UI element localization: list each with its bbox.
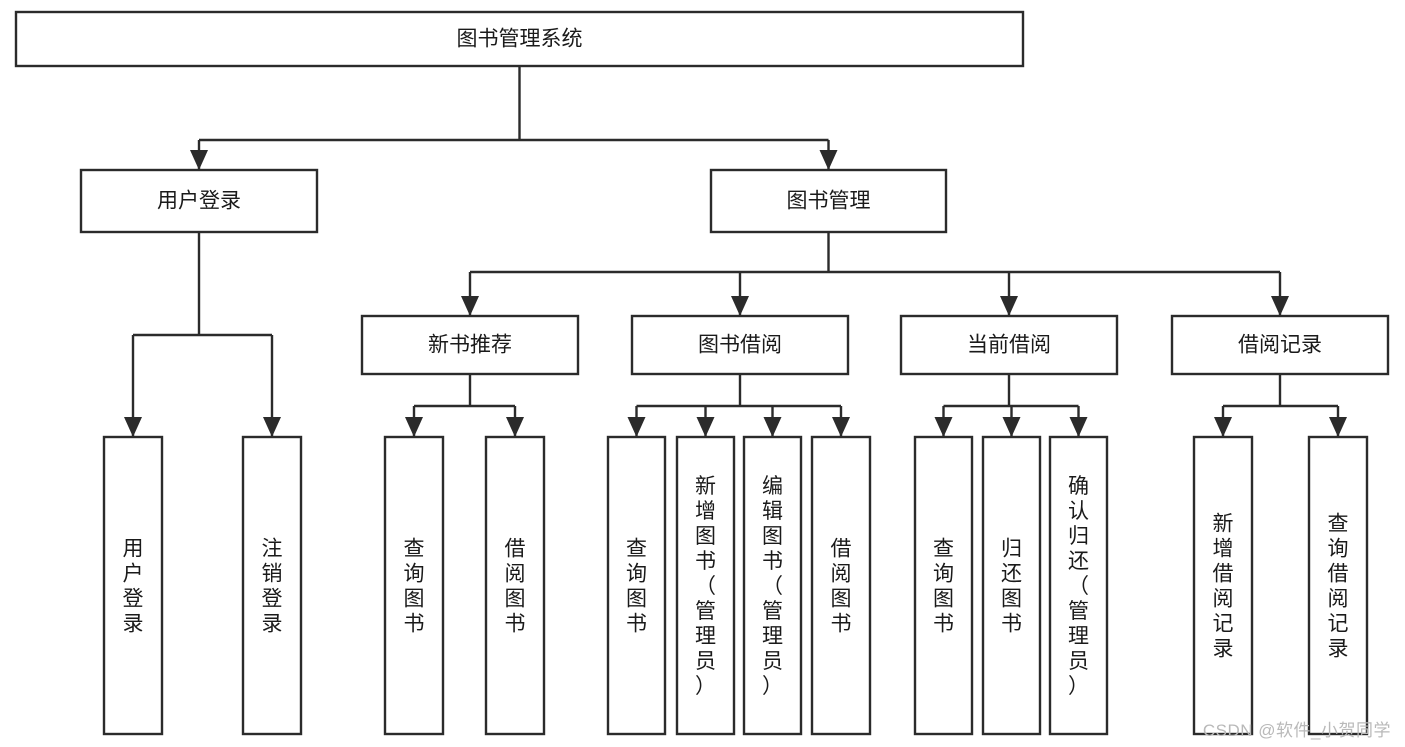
arrow-head-icon [1214, 417, 1232, 437]
node-leaf-add-book-label: 新增图书（管理员） [695, 475, 716, 698]
arrow-head-icon [190, 150, 208, 170]
arrow-head-icon [731, 296, 749, 316]
node-book-borrow-box[interactable] [630, 314, 850, 376]
node-leaf-borrow-book-rec[interactable]: 借阅图书 [484, 435, 546, 736]
node-leaf-return-book-label: 归还图书 [1001, 538, 1022, 636]
node-leaf-query-book-rec-box[interactable] [383, 435, 445, 736]
node-book-borrow[interactable]: 图书借阅 [630, 314, 850, 376]
arrow-head-icon [696, 417, 715, 437]
node-book-manage[interactable]: 图书管理 [709, 168, 948, 234]
arrow-head-icon [263, 417, 281, 437]
node-leaf-query-book-rec-label: 查询图书 [404, 538, 425, 636]
node-leaf-user-logout-label: 注销登录 [262, 538, 283, 636]
arrow-head-icon [627, 417, 646, 437]
node-leaf-query-book-cur-box[interactable] [913, 435, 974, 736]
arrow-head-icon [934, 417, 953, 437]
arrow-head-icon [1002, 417, 1021, 437]
node-leaf-query-record[interactable]: 查询借阅记录 [1307, 435, 1369, 736]
node-leaf-add-record-box[interactable] [1192, 435, 1254, 736]
node-leaf-query-book-cur[interactable]: 查询图书 [913, 435, 974, 736]
node-leaf-borrow-book-rec-box[interactable] [484, 435, 546, 736]
node-current-borrow-label: 当前借阅 [967, 334, 1051, 357]
arrow-head-icon [763, 417, 782, 437]
arrow-head-icon [819, 150, 838, 170]
node-borrow-record-box[interactable] [1170, 314, 1390, 376]
arrow-head-icon [405, 417, 423, 437]
node-borrow-record[interactable]: 借阅记录 [1170, 314, 1390, 376]
node-leaf-edit-book-label: 编辑图书（管理员） [762, 475, 783, 698]
node-leaf-return-book[interactable]: 归还图书 [981, 435, 1042, 736]
connector-layer [124, 66, 1347, 437]
arrow-head-icon [1069, 417, 1088, 437]
node-leaf-add-record[interactable]: 新增借阅记录 [1192, 435, 1254, 736]
node-leaf-edit-book[interactable]: 编辑图书（管理员） [742, 435, 803, 736]
node-book-manage-label: 图书管理 [787, 190, 871, 213]
arrow-head-icon [461, 296, 479, 316]
node-leaf-query-book-cur-label: 查询图书 [933, 538, 954, 636]
node-leaf-borrow-book[interactable]: 借阅图书 [810, 435, 872, 736]
arrow-head-icon [1329, 417, 1347, 437]
node-leaf-query-record-box[interactable] [1307, 435, 1369, 736]
node-new-book-rec[interactable]: 新书推荐 [360, 314, 580, 376]
node-root-box[interactable] [14, 10, 1025, 68]
node-leaf-borrow-book-box[interactable] [810, 435, 872, 736]
node-leaf-edit-book-box[interactable] [742, 435, 803, 736]
node-leaf-query-book-box[interactable] [606, 435, 667, 736]
node-current-borrow[interactable]: 当前借阅 [899, 314, 1119, 376]
node-leaf-add-record-label: 新增借阅记录 [1213, 513, 1234, 661]
node-leaf-query-book-label: 查询图书 [626, 538, 647, 636]
node-leaf-borrow-book-label: 借阅图书 [831, 538, 852, 636]
arrow-head-icon [1271, 296, 1289, 316]
csdn-watermark: CSDN @软件_小贺同学 [1202, 721, 1391, 740]
node-user-login[interactable]: 用户登录 [79, 168, 319, 234]
arrow-head-icon [1000, 296, 1018, 316]
node-layer: 图书管理系统用户登录图书管理新书推荐图书借阅当前借阅借阅记录用户登录注销登录查询… [14, 10, 1390, 736]
node-user-login-box[interactable] [79, 168, 319, 234]
node-root[interactable]: 图书管理系统 [14, 10, 1025, 68]
node-leaf-return-book-box[interactable] [981, 435, 1042, 736]
node-leaf-confirm-return-box[interactable] [1048, 435, 1109, 736]
node-leaf-user-logout-box[interactable] [241, 435, 303, 736]
arrow-head-icon [832, 417, 850, 437]
node-borrow-record-label: 借阅记录 [1238, 334, 1322, 357]
node-leaf-confirm-return[interactable]: 确认归还（管理员） [1048, 435, 1109, 736]
node-leaf-user-login[interactable]: 用户登录 [102, 435, 164, 736]
arrow-head-icon [506, 417, 524, 437]
node-leaf-query-record-label: 查询借阅记录 [1328, 513, 1349, 661]
node-new-book-rec-label: 新书推荐 [428, 334, 512, 357]
node-leaf-add-book-box[interactable] [675, 435, 736, 736]
node-book-borrow-label: 图书借阅 [698, 334, 782, 357]
node-leaf-user-logout[interactable]: 注销登录 [241, 435, 303, 736]
node-leaf-query-book-rec[interactable]: 查询图书 [383, 435, 445, 736]
node-leaf-add-book[interactable]: 新增图书（管理员） [675, 435, 736, 736]
node-user-login-label: 用户登录 [157, 190, 241, 213]
node-root-label: 图书管理系统 [457, 28, 583, 51]
node-new-book-rec-box[interactable] [360, 314, 580, 376]
node-leaf-user-login-label: 用户登录 [123, 538, 144, 636]
arrow-head-icon [124, 417, 142, 437]
node-leaf-borrow-book-rec-label: 借阅图书 [505, 538, 526, 636]
node-current-borrow-box[interactable] [899, 314, 1119, 376]
node-leaf-query-book[interactable]: 查询图书 [606, 435, 667, 736]
node-leaf-confirm-return-label: 确认归还（管理员） [1068, 475, 1089, 698]
node-leaf-user-login-box[interactable] [102, 435, 164, 736]
node-book-manage-box[interactable] [709, 168, 948, 234]
